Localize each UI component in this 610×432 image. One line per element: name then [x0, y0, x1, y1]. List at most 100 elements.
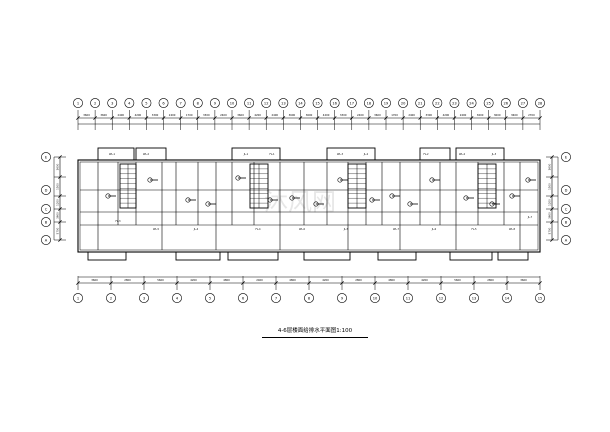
bottom-axis-bubble-label: 9 [341, 296, 344, 300]
room-tag: WL-3 [337, 153, 344, 156]
top-dimension-label: 3600 [511, 113, 518, 117]
right-tick [550, 194, 554, 198]
bottom-axis-bubble-circle [337, 293, 347, 303]
top-dimension-label: 3300 [340, 113, 347, 117]
top-axis-bubble-circle [158, 98, 169, 108]
room-tag: WL-6 [299, 228, 306, 231]
north-bay [135, 147, 167, 161]
bottom-dimension-label: 4800 [289, 278, 296, 282]
left-axis-bubble-circle [41, 235, 51, 245]
north-bay [419, 147, 451, 161]
top-tick [213, 116, 217, 120]
bottom-axis-bubble-circle [238, 293, 248, 303]
top-dimension-label: 2400 [460, 113, 467, 117]
left-axis-bubble-circle [41, 217, 51, 227]
side-dimension-chains: 36001500120036005700EDCBA360015001200360… [41, 152, 571, 245]
right-dimension-label: 1200 [548, 199, 552, 206]
bottom-axis-bubble-circle [205, 293, 215, 303]
left-dimension-label: 1200 [56, 199, 60, 206]
room-tag: FL-3 [115, 220, 121, 223]
watermark-text: 沐风网 [264, 188, 336, 216]
bottom-dimension-label: 4200 [421, 278, 428, 282]
top-tick [452, 116, 457, 120]
left-axis-bubble-circle [41, 204, 51, 214]
bottom-tick [274, 281, 278, 285]
bottom-tick [505, 281, 509, 285]
top-dimension-label: 4200 [254, 113, 261, 117]
top-dimension-label: 3600 [100, 113, 107, 117]
room-tag: WL-4 [459, 153, 466, 156]
bottom-axis-bubble-label: 7 [275, 296, 277, 300]
top-axis-bubble-circle [278, 98, 289, 108]
top-tick [332, 116, 337, 120]
top-axis-bubble-label: 13 [281, 101, 286, 105]
watermark: 沐风网 [264, 188, 336, 216]
north-bay [97, 147, 135, 161]
top-dimension-label: 3300 [152, 113, 159, 117]
top-axis-bubble-label: 18 [367, 101, 372, 105]
top-dimension-label: 3600 [374, 113, 381, 117]
bottom-dimension-label: 3600 [520, 278, 527, 282]
left-axis-bubble-circle [41, 152, 51, 162]
left-dimension-label: 3600 [56, 163, 60, 170]
top-tick [315, 116, 320, 120]
top-axis-bubble-label: 28 [538, 101, 543, 105]
top-tick [195, 116, 200, 120]
bottom-axis-bubble-circle [139, 293, 149, 303]
top-axis-bubble-circle [329, 98, 340, 108]
top-axis-bubble-circle [500, 98, 511, 108]
top-axis-bubble-circle [346, 98, 357, 108]
top-tick [401, 116, 405, 120]
top-dimension-label: 4200 [135, 113, 142, 117]
top-axis-bubble-label: 24 [469, 101, 474, 105]
left-axis-bubble-label: B [45, 220, 48, 224]
bottom-tick [472, 281, 476, 285]
top-tick [230, 116, 234, 120]
bottom-tick [340, 281, 344, 285]
bottom-tick [439, 281, 443, 285]
right-axis-bubble-label: B [565, 220, 568, 224]
top-dimension-label: 2400 [220, 113, 227, 117]
right-axis-bubble-circle [561, 204, 571, 214]
top-tick [384, 116, 388, 120]
right-dimension-label: 1500 [548, 183, 552, 190]
left-tick [58, 175, 62, 179]
bottom-dimension-label: 4800 [223, 278, 230, 282]
top-dimension-label: 3300 [425, 113, 432, 117]
right-dimension-label: 3600 [548, 163, 552, 170]
left-dimension-label: 5700 [56, 227, 60, 234]
bottom-axis-bubble-circle [73, 293, 83, 303]
top-tick [486, 116, 491, 120]
left-tick [58, 220, 62, 224]
right-axis-bubble-circle [561, 152, 571, 162]
bottom-tick [406, 281, 410, 285]
room-tag: FL-5 [471, 228, 477, 231]
top-axis-bubble-circle [432, 98, 443, 108]
top-axis-bubble-label: 9 [214, 101, 217, 105]
top-axis-bubble-circle [175, 98, 186, 108]
top-tick [264, 116, 269, 120]
top-axis-bubble-circle [415, 98, 426, 108]
bottom-axis-bubble-circle [304, 293, 314, 303]
top-axis-bubble-circle [535, 98, 545, 108]
left-axis-bubble-label: C [45, 207, 48, 211]
room-tag: JL-1 [243, 153, 249, 156]
top-axis-bubble-label: 6 [162, 101, 165, 105]
left-axis-bubble-label: D [45, 188, 48, 192]
top-axis-bubble-label: 14 [298, 101, 303, 105]
bottom-dimension-label: 2400 [256, 278, 263, 282]
top-tick [349, 116, 354, 120]
drawing-title: 4-6层楼面给排水平面图1:100 [277, 328, 353, 334]
top-axis-bubble-circle [73, 98, 83, 108]
south-balcony [87, 251, 127, 261]
left-axis-bubble-label: A [45, 238, 48, 242]
top-axis-bubble-circle [483, 98, 494, 108]
room-tag: JL-7 [527, 216, 533, 219]
right-dimension-label: 3600 [548, 212, 552, 219]
top-tick [76, 116, 80, 120]
top-axis-bubble-label: 5 [145, 101, 147, 105]
bottom-axis-bubble-label: 13 [472, 296, 477, 300]
top-dimension-label: 2400 [408, 113, 415, 117]
